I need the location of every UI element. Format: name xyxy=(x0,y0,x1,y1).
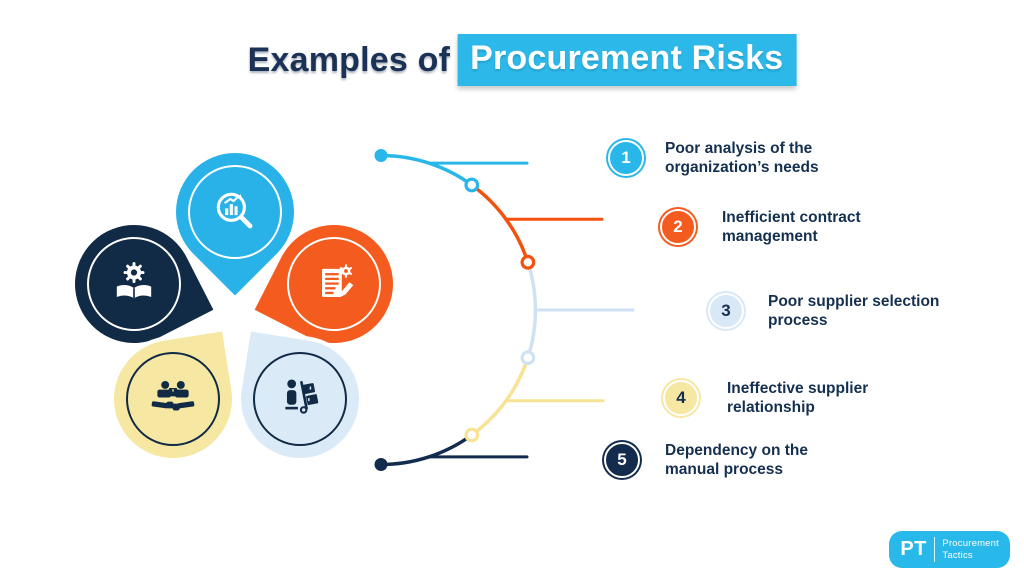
list-item-4: Ineffective supplier relationship xyxy=(727,379,868,417)
list-item-2-line1: Inefficient contract xyxy=(722,209,861,226)
list-item-3-line2: process xyxy=(768,312,828,329)
contract-icon-ring xyxy=(287,237,381,331)
manual-icon-ring xyxy=(253,352,347,446)
arc-segment-1 xyxy=(379,153,474,187)
list-item-2-line2: management xyxy=(722,228,818,245)
list-number-2: 2 xyxy=(660,209,696,245)
list-number-1: 1 xyxy=(608,140,644,176)
logo-name: Procurement Tactics xyxy=(942,538,999,561)
list-item-5-line1: Dependency on the xyxy=(665,442,808,459)
analysis-icon-ring xyxy=(188,165,282,259)
page-title: Examples of Procurement Risks xyxy=(248,34,797,86)
title-prefix: Examples of xyxy=(247,40,451,79)
arc-segment-2 xyxy=(470,183,530,265)
logo-initials: PT xyxy=(900,538,927,560)
logo-name-line1: Procurement xyxy=(942,538,999,550)
list-item-1-line1: Poor analysis of the xyxy=(665,140,813,157)
list-item-5-line2: manual process xyxy=(665,461,784,478)
arc-node-4 xyxy=(464,427,480,443)
manual-handling-icon xyxy=(285,379,319,414)
arc-end-dot xyxy=(374,458,388,471)
logo-name-line2: Tactics xyxy=(942,549,973,561)
title-highlight: Procurement Risks xyxy=(457,34,797,86)
arc-node-3 xyxy=(520,350,536,366)
arc-node-1 xyxy=(464,177,480,193)
arc-segment-3 xyxy=(526,260,538,360)
contract-gear-pencil-icon xyxy=(322,264,354,298)
list-item-3: Poor supplier selection process xyxy=(768,292,939,330)
list-number-5: 5 xyxy=(604,442,640,478)
book-gear-icon xyxy=(116,262,152,299)
chart-magnifier-icon xyxy=(216,192,253,229)
arc-segment-5 xyxy=(379,433,474,467)
list-item-1-line2: organization’s needs xyxy=(665,159,819,176)
list-item-4-line1: Ineffective supplier xyxy=(727,380,869,397)
partnership-handshake-icon xyxy=(151,380,195,411)
brand-logo: PT Procurement Tactics xyxy=(889,531,1010,568)
list-item-2: Inefficient contract management xyxy=(722,208,861,246)
arc-node-2 xyxy=(520,254,536,270)
arc-start-dot xyxy=(374,149,388,162)
arc-segment-4 xyxy=(470,355,530,437)
list-item-4-line2: relationship xyxy=(727,399,815,416)
list-item-5: Dependency on the manual process xyxy=(665,441,808,479)
logo-divider xyxy=(933,537,936,562)
list-number-4: 4 xyxy=(663,380,699,416)
list-number-3: 3 xyxy=(708,293,744,329)
list-item-1: Poor analysis of the organization’s need… xyxy=(665,139,819,177)
partnership-icon-ring xyxy=(126,352,220,446)
list-item-3-line1: Poor supplier selection xyxy=(768,293,940,310)
knowledge-icon-ring xyxy=(87,237,181,331)
